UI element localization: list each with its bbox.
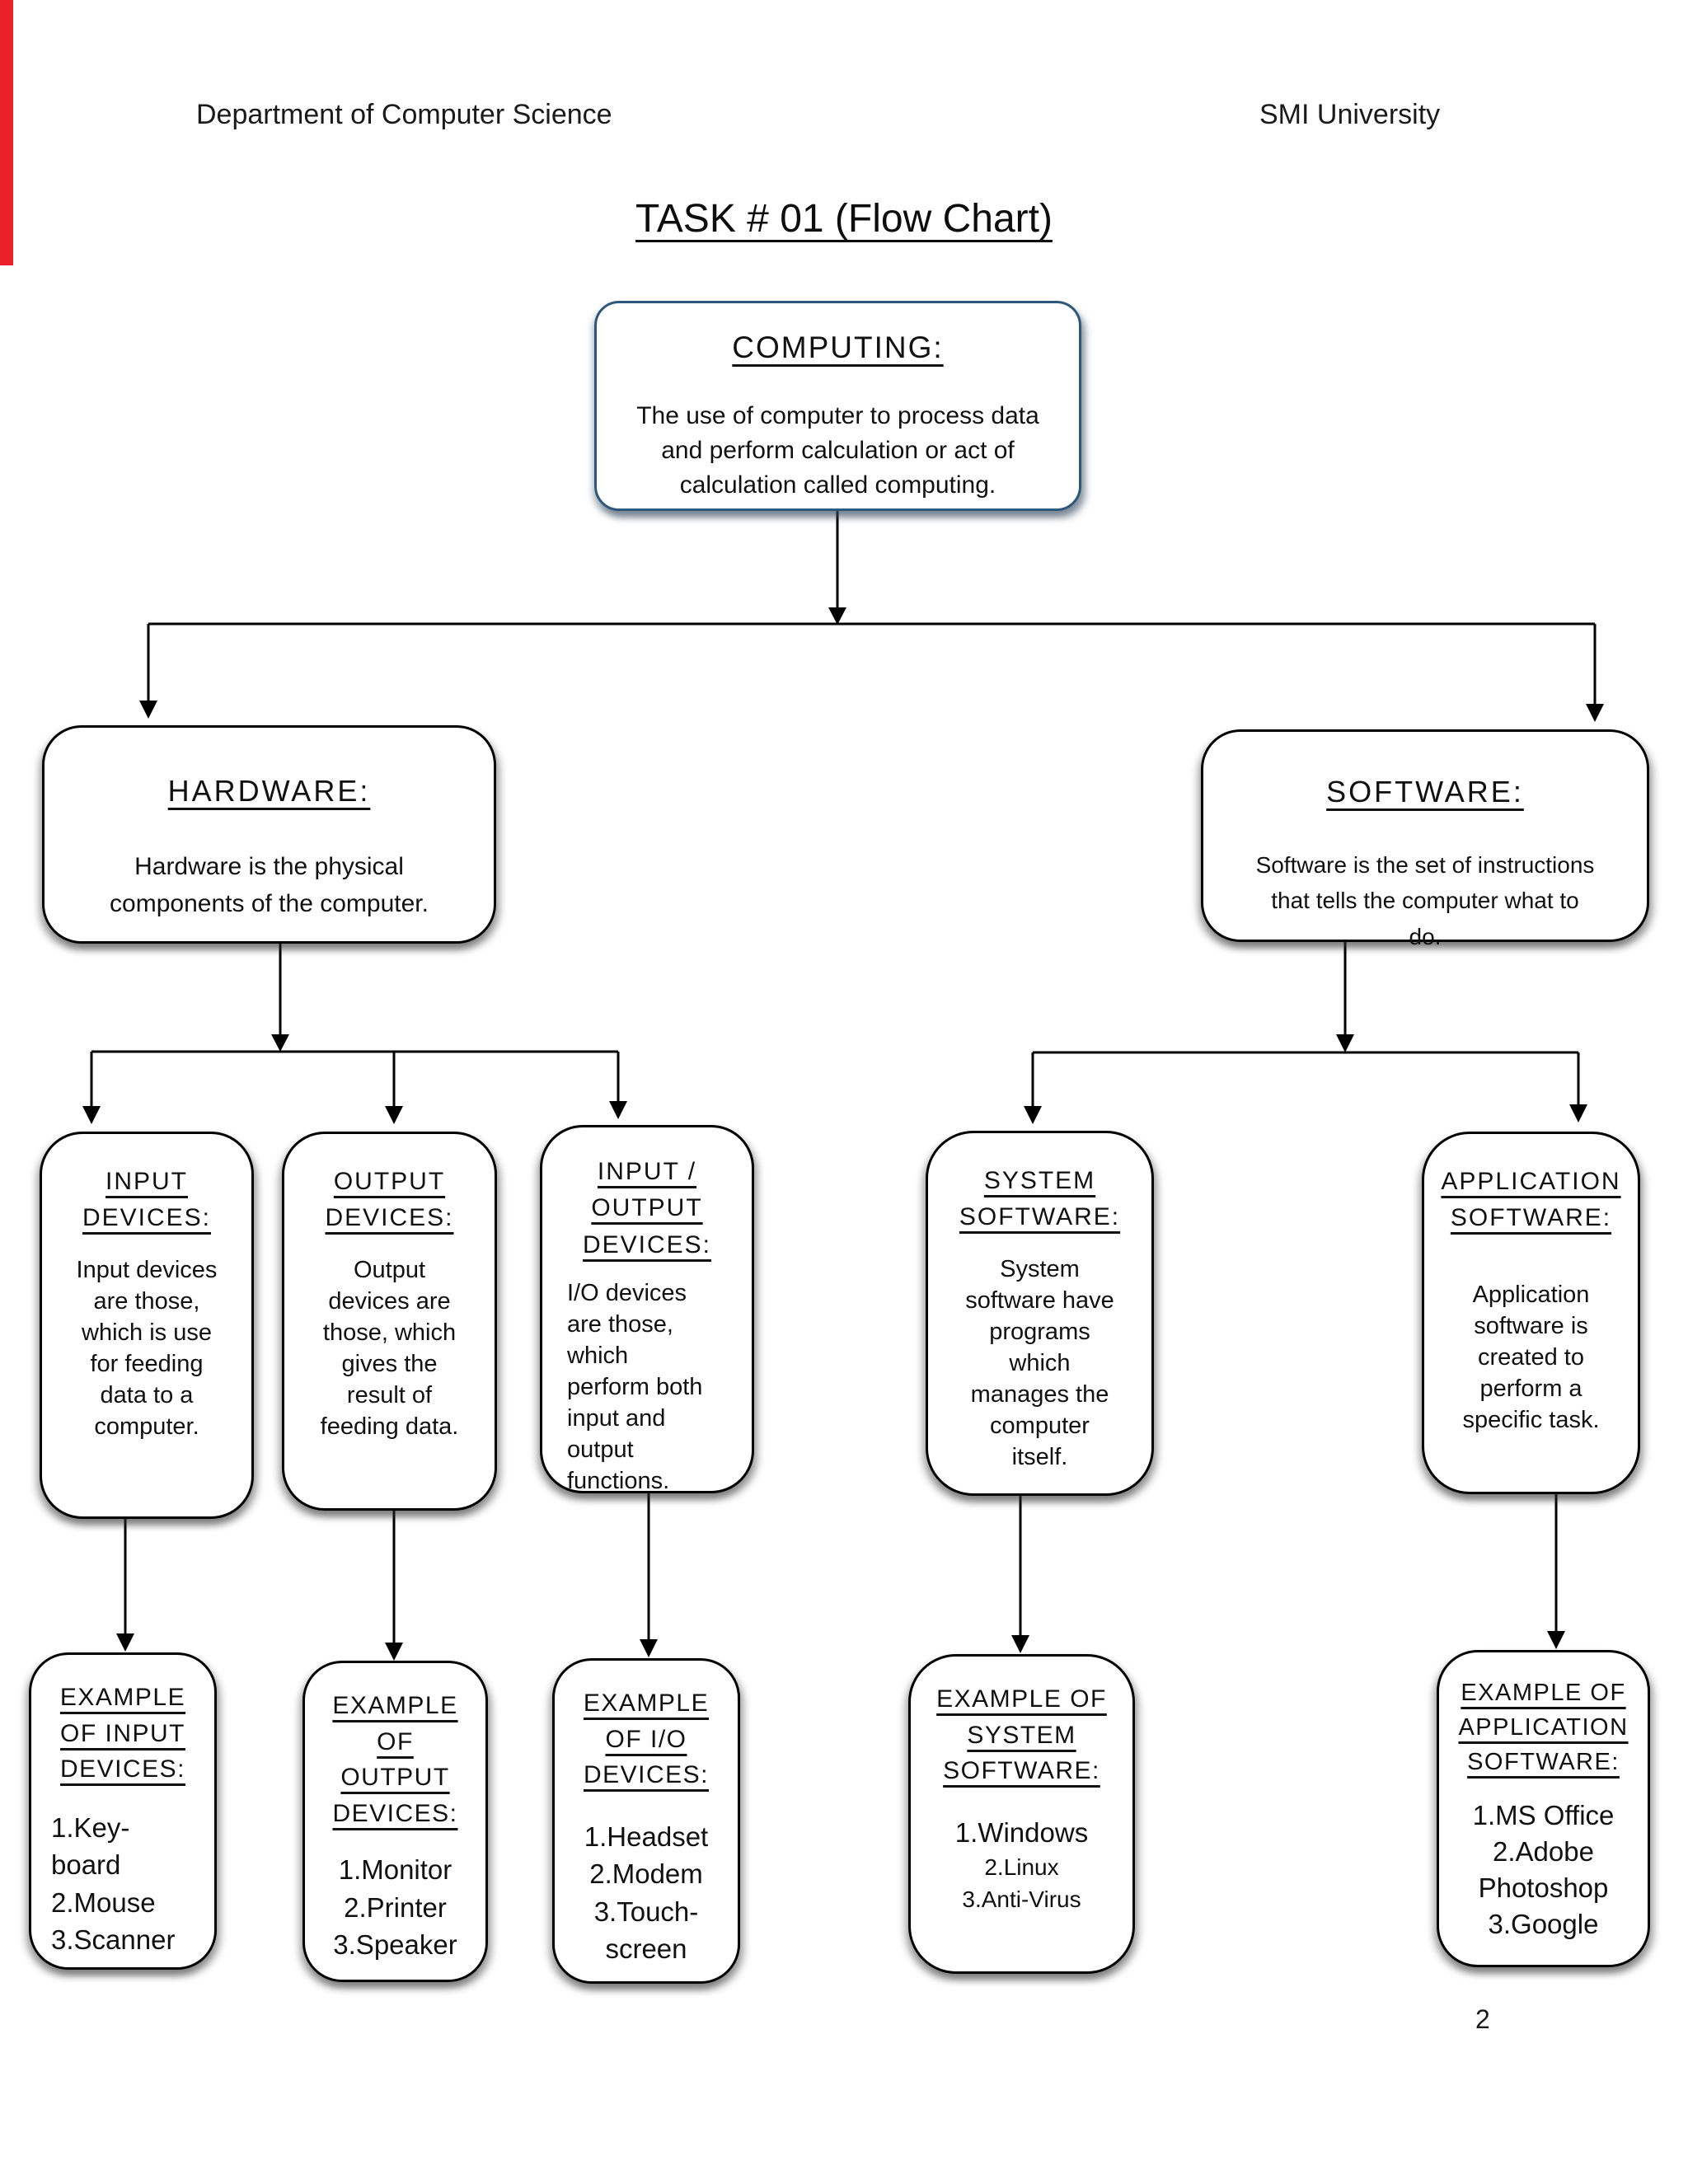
node-heading: HARDWARE: — [167, 774, 371, 808]
node-example-system-software: EXAMPLE OF SYSTEM SOFTWARE: 1.Windows 2.L… — [908, 1654, 1135, 1974]
example-list: 1.Monitor 2.Printer 3.Speaker — [333, 1851, 457, 1964]
node-heading: OUTPUT DEVICES: — [325, 1168, 454, 1232]
arrowhead — [828, 607, 846, 625]
arrowhead — [385, 1106, 403, 1124]
node-hardware: HARDWARE: Hardware is the physical compo… — [42, 725, 496, 944]
arrowhead — [1569, 1104, 1587, 1122]
node-body: Output devices are those, which gives th… — [320, 1256, 459, 1440]
list-item: 3.Speaker — [333, 1929, 457, 1961]
node-body: Hardware is the physical components of t… — [110, 853, 429, 917]
arrowhead — [609, 1101, 627, 1119]
node-software: SOFTWARE: Software is the set of instruc… — [1201, 729, 1649, 949]
arrowhead — [1336, 1034, 1354, 1052]
list-item: 1.MS Office — [1472, 1800, 1615, 1831]
node-heading: EXAMPLE OF SYSTEM SOFTWARE: — [936, 1685, 1107, 1784]
example-list: 1.MS Office 2.Adobe Photoshop 3.Google — [1473, 1797, 1615, 1943]
arrowhead — [1547, 1631, 1565, 1649]
node-application-software: APPLICATION SOFTWARE: Application softwa… — [1422, 1132, 1640, 1494]
list-item: 1.Monitor — [338, 1854, 452, 1885]
edge-software-branch — [1024, 942, 1587, 1124]
arrowhead — [271, 1034, 289, 1052]
node-heading: COMPUTING: — [732, 330, 944, 364]
example-list: 1.Windows 2.Linux 3.Anti-Virus — [955, 1814, 1088, 1916]
list-item: 1.Key- board — [51, 1811, 130, 1881]
list-item: 1.Windows — [954, 1816, 1089, 1848]
list-item: 3.Google — [1488, 1908, 1599, 1939]
node-heading: SYSTEM SOFTWARE: — [959, 1167, 1121, 1231]
node-body: Input devices are those, which is use fo… — [76, 1256, 218, 1440]
node-body: Application software is created to perfo… — [1462, 1281, 1600, 1433]
list-item: 3.Scanner — [51, 1924, 176, 1956]
list-item: 2.Printer — [344, 1891, 447, 1923]
node-output-devices: OUTPUT DEVICES: Output devices are those… — [282, 1132, 497, 1511]
page-number: 2 — [1475, 2004, 1490, 2034]
node-io-devices: INPUT / OUTPUT DEVICES: I/O devices are … — [540, 1125, 754, 1494]
list-item: 2.Linux — [984, 1854, 1059, 1881]
node-heading: SOFTWARE: — [1326, 775, 1524, 808]
header-department: Department of Computer Science — [196, 99, 612, 130]
header-university: SMI University — [1259, 99, 1441, 130]
node-body: I/O devices are those, which perform bot… — [567, 1280, 703, 1495]
list-item: 2.Modem — [589, 1858, 703, 1890]
node-example-input-devices: EXAMPLE OF INPUT DEVICES: 1.Key- board 2.… — [29, 1652, 217, 1970]
node-body: The use of computer to process data and … — [636, 401, 1039, 499]
example-list: 1.Key- board 2.Mouse 3.Scanner — [31, 1809, 175, 1959]
node-computing: COMPUTING: The use of computer to proces… — [594, 301, 1081, 511]
arrowhead — [1024, 1106, 1042, 1124]
list-item: 2.Adobe Photoshop — [1478, 1836, 1609, 1903]
arrowhead — [116, 1633, 134, 1652]
node-heading: INPUT / OUTPUT DEVICES: — [582, 1158, 712, 1258]
node-heading: EXAMPLE OF OUTPUT DEVICES: — [332, 1692, 458, 1827]
list-item: 3.Touch- screen — [593, 1896, 699, 1965]
arrowhead — [82, 1106, 101, 1124]
list-item: 2.Mouse — [51, 1886, 156, 1918]
list-item: 1.Headset — [584, 1821, 709, 1852]
node-input-devices: INPUT DEVICES: Input devices are those, … — [40, 1132, 254, 1519]
arrowhead — [1586, 704, 1604, 722]
node-example-output-devices: EXAMPLE OF OUTPUT DEVICES: 1.Monitor 2.Pr… — [302, 1661, 488, 1982]
edge-examples — [116, 1493, 1565, 1661]
edge-computing-branch — [139, 511, 1604, 722]
node-body: Software is the set of instructions that… — [1255, 852, 1595, 949]
left-accent-bar — [0, 0, 13, 265]
example-list: 1.Headset 2.Modem 3.Touch- screen — [584, 1818, 708, 1968]
node-heading: EXAMPLE OF APPLICATION SOFTWARE: — [1458, 1680, 1629, 1776]
arrowhead — [385, 1643, 403, 1661]
list-item: 3.Anti-Virus — [962, 1886, 1081, 1913]
node-heading: INPUT DEVICES: — [82, 1168, 212, 1232]
node-heading: EXAMPLE OF INPUT DEVICES: — [59, 1684, 186, 1783]
arrowhead — [1011, 1635, 1029, 1653]
node-heading: APPLICATION SOFTWARE: — [1441, 1168, 1621, 1232]
arrowhead — [640, 1639, 658, 1657]
node-heading: EXAMPLE OF I/O DEVICES: — [583, 1690, 710, 1788]
arrowhead — [139, 701, 157, 719]
edge-hardware-branch — [82, 944, 627, 1124]
node-example-application-software: EXAMPLE OF APPLICATION SOFTWARE: 1.MS Of… — [1437, 1650, 1650, 1967]
node-system-software: SYSTEM SOFTWARE: System software have pr… — [926, 1131, 1154, 1496]
page-title: TASK # 01 (Flow Chart) — [635, 197, 1053, 241]
node-example-io-devices: EXAMPLE OF I/O DEVICES: 1.Headset 2.Modem… — [552, 1658, 740, 1984]
node-body: System software have programs which mana… — [965, 1255, 1114, 1470]
